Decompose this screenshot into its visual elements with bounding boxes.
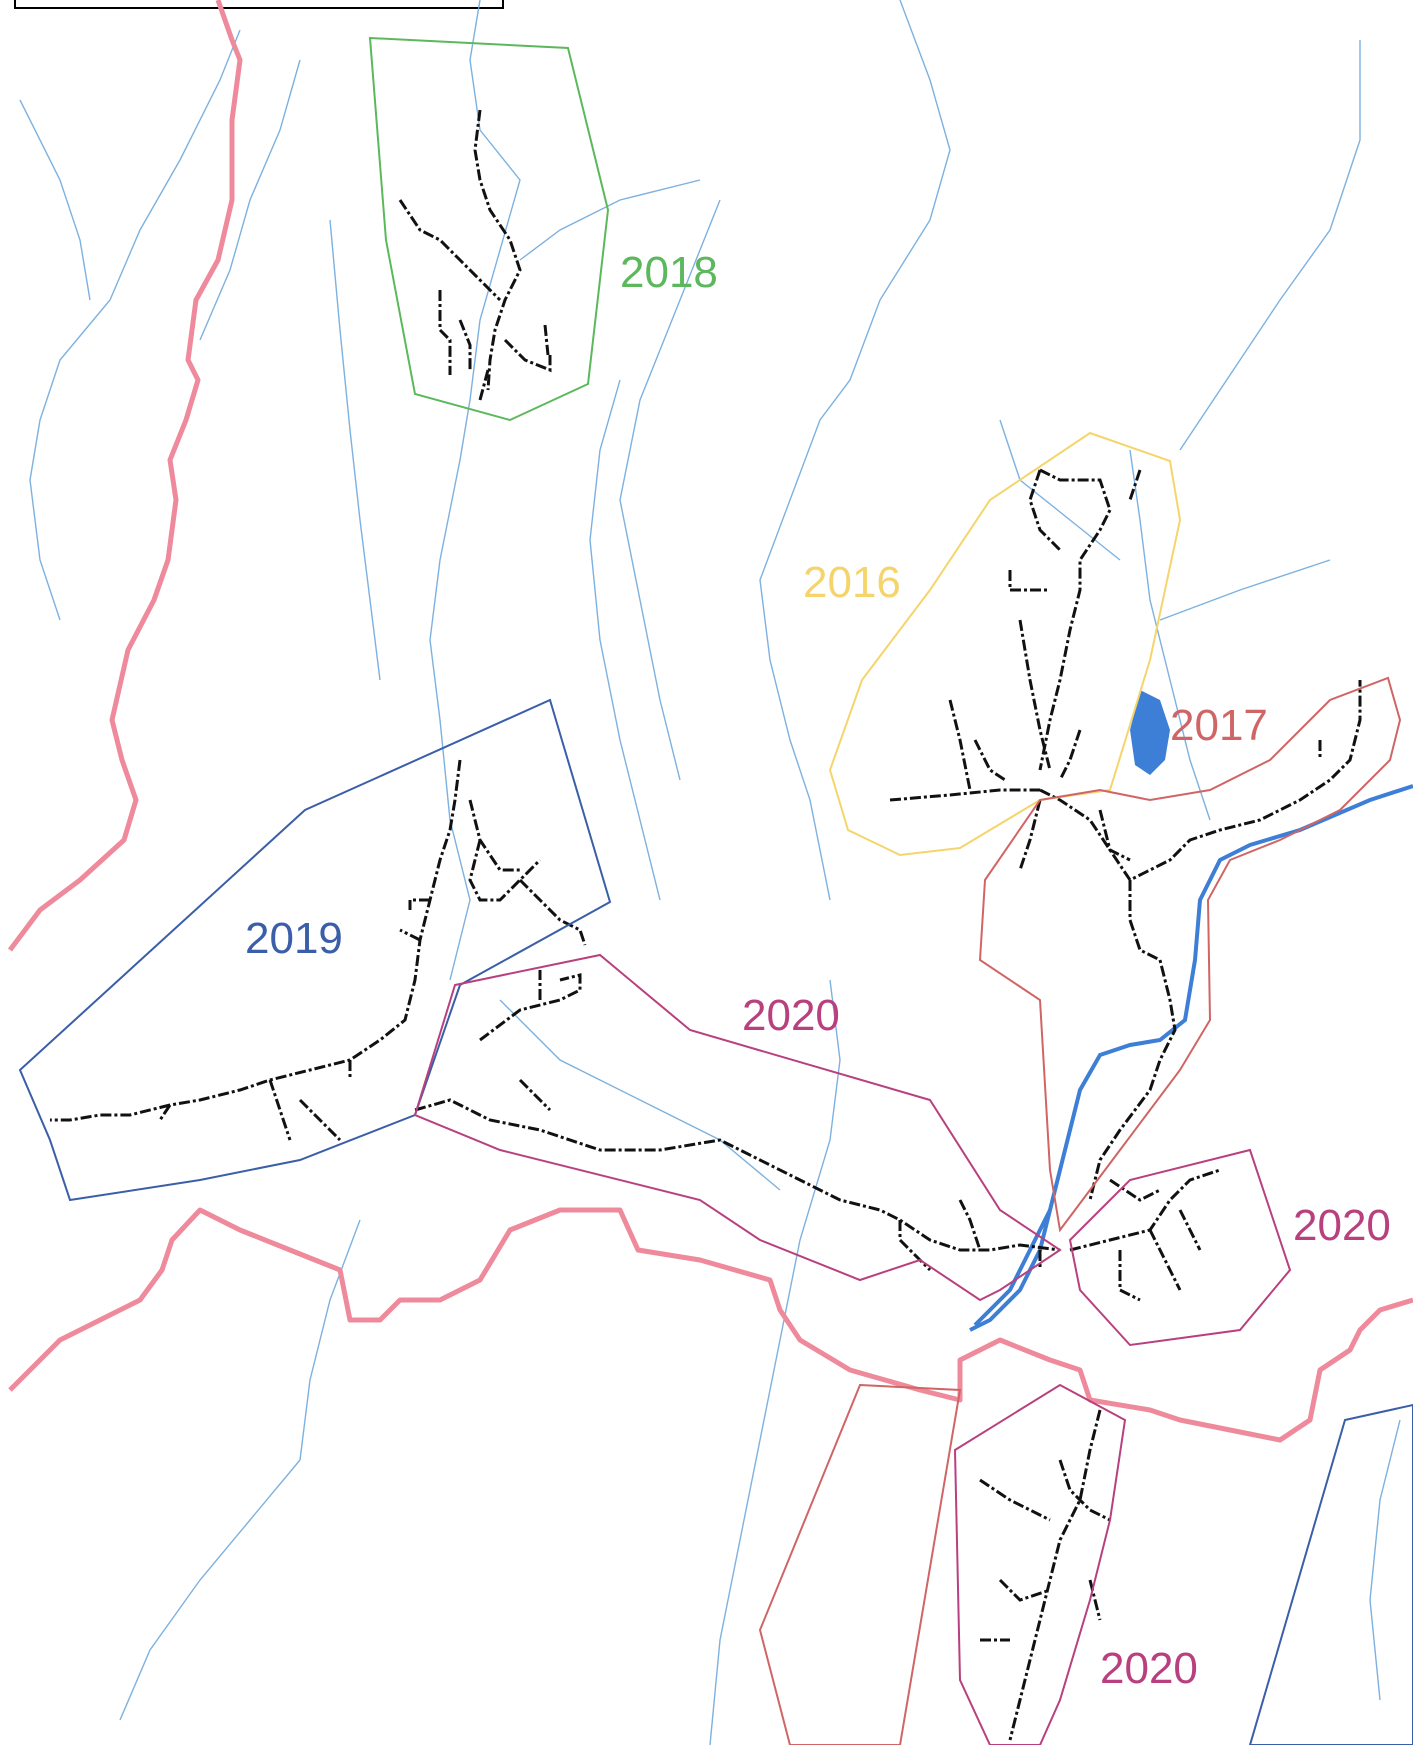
road bbox=[479, 973, 582, 1042]
road bbox=[1038, 468, 1112, 771]
zone-2020-south-label: 2020 bbox=[1100, 1644, 1198, 1693]
creek bbox=[589, 379, 661, 901]
road bbox=[948, 699, 972, 791]
road bbox=[1118, 1250, 1141, 1302]
creek bbox=[199, 59, 301, 341]
zone-2017-label: 2017 bbox=[1170, 701, 1268, 750]
creek bbox=[519, 179, 701, 261]
road bbox=[1058, 729, 1082, 781]
zone-2018-outline bbox=[368, 36, 610, 422]
river bbox=[973, 1209, 1052, 1327]
creek bbox=[1159, 559, 1331, 621]
zone-2020-west-outline bbox=[758, 1383, 962, 1745]
zone-2020-south-outline bbox=[953, 1383, 1127, 1745]
road bbox=[998, 1578, 1051, 1602]
road bbox=[1039, 680, 1362, 882]
zone-2017-outline bbox=[978, 676, 1402, 1233]
road bbox=[158, 1104, 172, 1121]
road bbox=[1088, 880, 1177, 1201]
creek bbox=[499, 999, 781, 1191]
creek bbox=[429, 0, 521, 981]
creek bbox=[29, 29, 241, 621]
road bbox=[399, 928, 421, 942]
creek bbox=[1129, 449, 1211, 821]
road bbox=[468, 799, 520, 872]
road bbox=[1018, 619, 1052, 771]
road bbox=[473, 109, 522, 391]
zones bbox=[18, 36, 1413, 1745]
road bbox=[518, 1078, 552, 1112]
zone-2016-outline bbox=[828, 431, 1182, 857]
road bbox=[1069, 1168, 1221, 1252]
creek bbox=[299, 1219, 361, 1461]
road bbox=[398, 199, 502, 302]
road bbox=[408, 898, 430, 910]
zone-2019-label: 2019 bbox=[245, 914, 343, 963]
road bbox=[898, 1220, 932, 1272]
zone-2018-label: 2018 bbox=[620, 248, 718, 297]
road bbox=[1088, 1579, 1102, 1621]
road bbox=[1109, 1178, 1161, 1202]
creek bbox=[19, 99, 91, 301]
road bbox=[1058, 1459, 1111, 1522]
boundary-line bbox=[8, 1207, 1413, 1443]
road bbox=[889, 788, 1040, 802]
zone-far-southeast-outline bbox=[1248, 1403, 1413, 1745]
creek bbox=[709, 979, 841, 1745]
boundary-line bbox=[8, 0, 243, 952]
zone-2020-central-label: 2020 bbox=[742, 991, 840, 1040]
creek-network bbox=[19, 0, 1401, 1745]
lake bbox=[1130, 690, 1170, 775]
road bbox=[1178, 1209, 1202, 1251]
creek bbox=[759, 0, 951, 901]
road bbox=[1098, 809, 1131, 862]
road bbox=[1018, 799, 1042, 871]
road bbox=[478, 369, 490, 401]
creek bbox=[999, 419, 1121, 561]
creek bbox=[619, 199, 721, 781]
road bbox=[458, 319, 472, 370]
road bbox=[1028, 469, 1062, 552]
road bbox=[298, 1098, 342, 1142]
road bbox=[268, 1079, 292, 1141]
zone-2020-east-outline bbox=[1068, 1148, 1292, 1347]
road bbox=[518, 878, 587, 946]
road bbox=[1008, 570, 1050, 592]
legend-box bbox=[14, 0, 504, 9]
road bbox=[979, 1478, 1051, 1522]
creek bbox=[1179, 40, 1361, 451]
road bbox=[1128, 469, 1142, 501]
road bbox=[973, 739, 1006, 782]
road bbox=[414, 1098, 1061, 1252]
creek bbox=[329, 219, 381, 681]
road bbox=[958, 1199, 982, 1251]
zone-2016-label: 2016 bbox=[803, 558, 901, 607]
road-network bbox=[50, 109, 1362, 1741]
road bbox=[438, 290, 452, 375]
road bbox=[503, 338, 552, 373]
creek bbox=[119, 1459, 301, 1721]
road bbox=[1008, 1409, 1102, 1741]
creek bbox=[1369, 1419, 1401, 1701]
road bbox=[1148, 1229, 1182, 1291]
zone-2020-east-label: 2020 bbox=[1293, 1201, 1391, 1250]
road bbox=[468, 839, 542, 902]
road bbox=[543, 324, 550, 356]
zone-2020-central-outline bbox=[413, 953, 1062, 1302]
